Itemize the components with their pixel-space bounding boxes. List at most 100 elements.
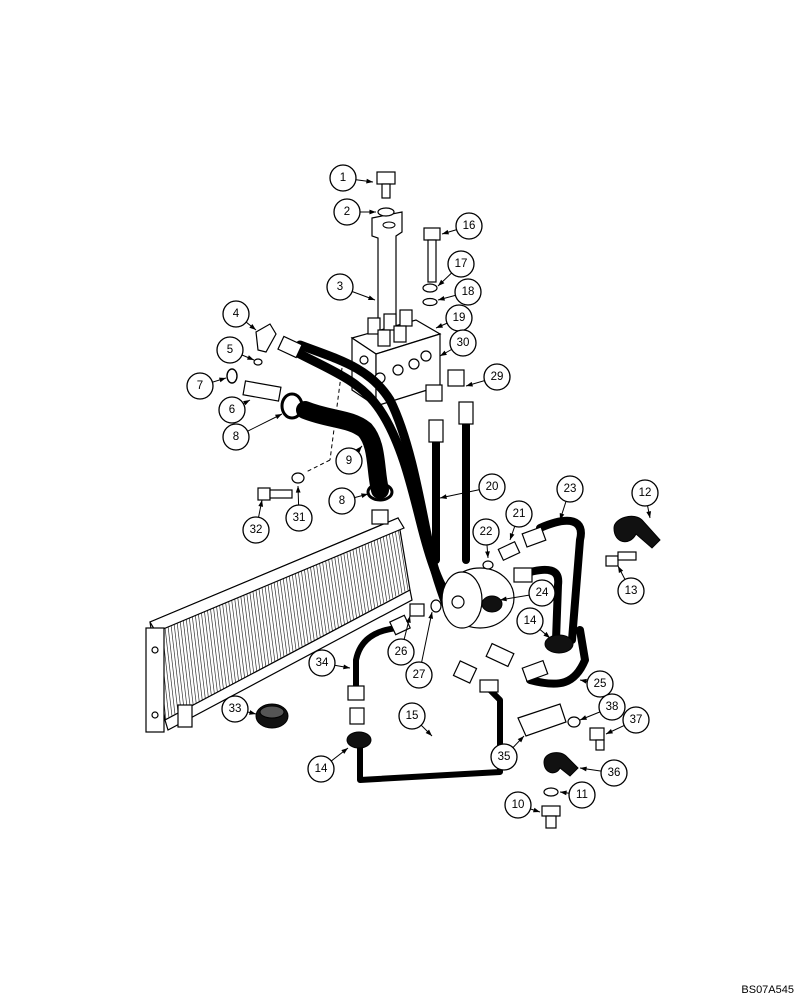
callout-circle (586, 670, 614, 698)
cooler-fin (191, 616, 203, 701)
cooler-fin (194, 615, 206, 699)
cooler-fin (364, 542, 376, 608)
hose-lines (291, 340, 589, 783)
cooler-fin (204, 611, 215, 695)
callout-circle (454, 278, 482, 306)
callout-33: 33 (221, 695, 249, 723)
small-parts (226, 171, 661, 829)
cooler-fin (276, 579, 288, 656)
callout-14b: 14 (307, 755, 335, 783)
callout-circle (285, 504, 313, 532)
leader-arrowhead (243, 400, 250, 406)
cooler-fin (349, 548, 360, 617)
callout-3: 3 (326, 273, 354, 301)
cooler-fin (234, 598, 245, 678)
cooler-fin (264, 585, 276, 662)
leader-arrowhead (580, 715, 587, 720)
cooler-fin (328, 557, 339, 628)
callout-26: 26 (387, 638, 415, 666)
callout-circle (308, 649, 336, 677)
callout-number: 2 (344, 206, 350, 218)
leader-arrowhead (249, 710, 256, 715)
callout-19: 19 (445, 304, 473, 332)
leader-arrowhead (438, 295, 445, 301)
cooler-fin (282, 577, 294, 652)
cooler-fin (315, 563, 327, 634)
callout-circle (221, 695, 249, 723)
callout-number: 19 (453, 312, 466, 324)
callout-30: 30 (449, 329, 477, 357)
cooler-fin (325, 559, 336, 630)
leader-arrowhead (559, 513, 565, 520)
leader-arrowhead (560, 790, 567, 796)
leader-arrowhead (543, 631, 550, 638)
cooler-fin (173, 624, 185, 711)
callout-20: 20 (478, 473, 506, 501)
cooler-fin (228, 600, 239, 682)
callout-number: 8 (339, 495, 345, 507)
leader-arrowhead (247, 355, 254, 360)
cooler-fin (216, 605, 227, 688)
callout-number: 16 (463, 220, 476, 232)
callout-number: 13 (625, 585, 638, 597)
cooler-fin (388, 531, 400, 595)
callout-number: 36 (608, 767, 621, 779)
cooler-fin (261, 586, 273, 664)
callout-number: 18 (462, 286, 475, 298)
callout-22: 22 (472, 518, 500, 546)
cooler-fin (322, 560, 333, 631)
leader-arrowhead (258, 500, 264, 507)
leader-arrowhead (500, 596, 507, 602)
callout-number: 20 (486, 481, 499, 493)
leader-arrowhead (343, 664, 350, 670)
leader-arrowhead (368, 295, 375, 300)
leader-arrowhead (440, 350, 447, 356)
leader-arrowhead (219, 377, 226, 383)
cooler-fin (370, 539, 382, 605)
leader-arrowhead (606, 729, 613, 734)
cooler-fin (346, 550, 357, 618)
callout-circle (333, 198, 361, 226)
leader-arrowhead (442, 229, 449, 235)
cooler-fin (352, 547, 363, 615)
callout-number: 12 (639, 487, 652, 499)
leader-arrowhead (436, 323, 443, 328)
cooler-fin (179, 621, 191, 708)
callout-number: 29 (491, 371, 504, 383)
cooler-fin (255, 589, 267, 667)
callout-circle (568, 781, 596, 809)
cooler-fin (237, 596, 249, 677)
cooler-fin (279, 578, 291, 654)
callout-16: 16 (455, 212, 483, 240)
leader-arrowhead (580, 766, 587, 772)
leader-arrowhead (517, 736, 524, 743)
callout-34: 34 (308, 649, 336, 677)
cooler-fin (270, 582, 282, 659)
callout-number: 8 (233, 431, 239, 443)
callout-circle (186, 372, 214, 400)
callout-number: 27 (413, 669, 426, 681)
cooler-fin (373, 538, 385, 604)
cooler-fin (367, 540, 379, 607)
leader-arrowhead (428, 612, 434, 619)
callout-number: 31 (293, 512, 306, 524)
cooler-fin (300, 569, 312, 643)
leader-arrowhead (509, 533, 515, 540)
callout-number: 21 (513, 508, 526, 520)
leader-arrowhead (438, 279, 445, 286)
callout-circle (622, 706, 650, 734)
leader-arrowhead (440, 494, 447, 499)
cooler-fin (185, 618, 197, 704)
callout-number: 6 (229, 404, 235, 416)
callout-number: 26 (395, 646, 408, 658)
callout-circle (329, 164, 357, 192)
cooler-fin (379, 535, 391, 600)
cooler-fin (176, 622, 188, 709)
callout-circle (556, 475, 584, 503)
cooler-fin (252, 590, 264, 669)
leader-arrowhead (249, 324, 256, 330)
callout-circle (387, 638, 415, 666)
cooler-fin (306, 566, 318, 639)
cooler-fin (222, 603, 233, 685)
callout-number: 22 (480, 526, 493, 538)
